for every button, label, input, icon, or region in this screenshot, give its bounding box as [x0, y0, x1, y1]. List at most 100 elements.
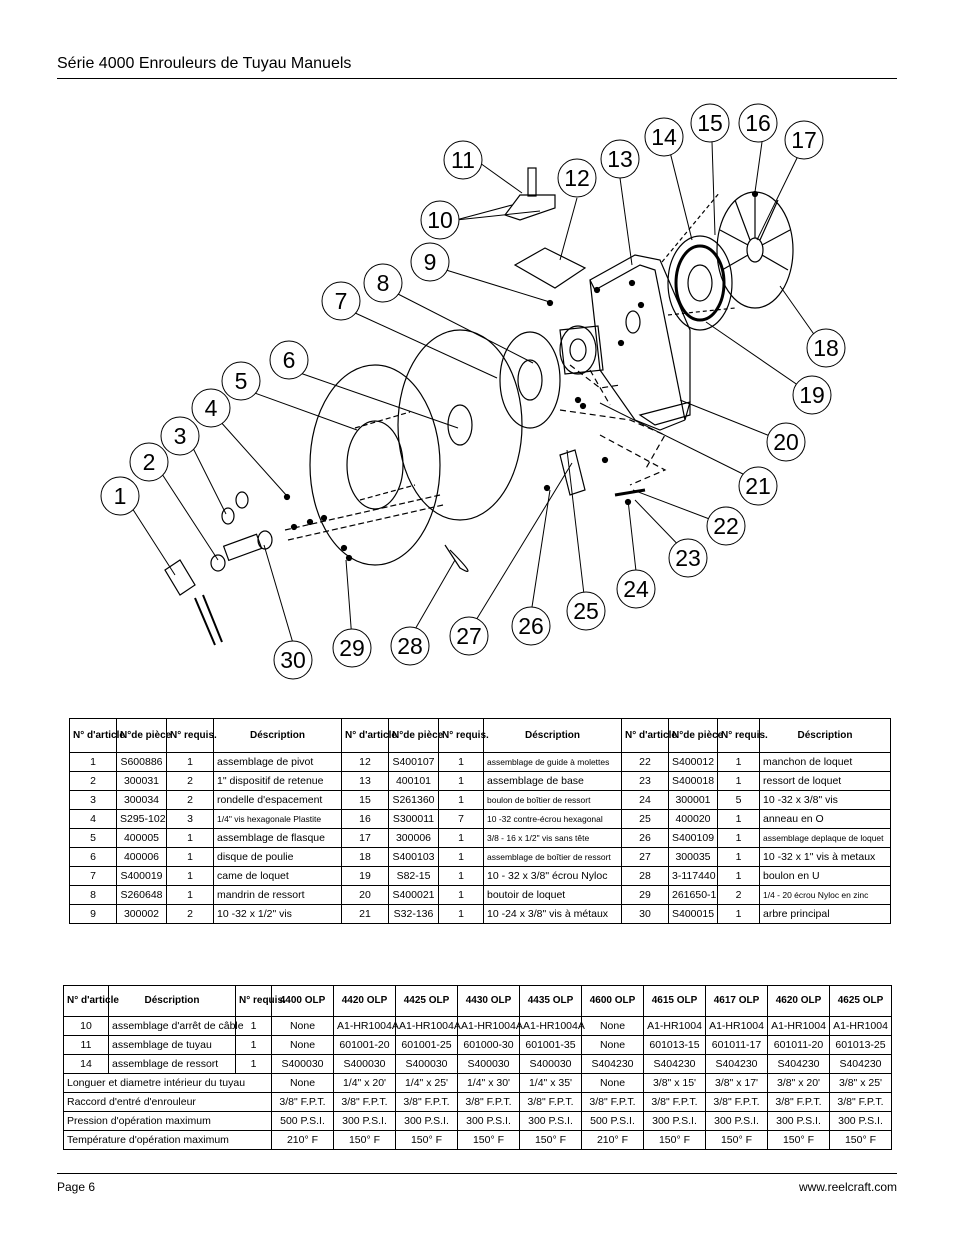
- spec-label: Raccord d'entré d'enrouleur: [63, 1092, 272, 1112]
- svg-text:16: 16: [745, 110, 771, 136]
- table-cell: 8: [69, 885, 117, 905]
- callout-24: 24: [616, 569, 656, 609]
- spec-label: Température d'opération maximum: [63, 1130, 272, 1150]
- table-cell: S404230: [581, 1054, 644, 1074]
- svg-text:9: 9: [424, 249, 437, 275]
- table-cell: 300035: [668, 847, 718, 867]
- table-cell: assemblage deplaque de loquet: [759, 828, 891, 848]
- table-cell: S400030: [395, 1054, 458, 1074]
- table-cell: manchon de loquet: [759, 752, 891, 772]
- table-cell: assemblage de guide à molettes: [483, 752, 622, 772]
- svg-text:13: 13: [607, 146, 633, 172]
- table-cell: 3-117440: [668, 866, 718, 886]
- table-cell: 1/4 - 20 écrou Nyloc en zinc: [759, 885, 891, 905]
- table-cell: 12: [341, 752, 389, 772]
- table-cell: 10 -32 x 1" vis à metaux: [759, 847, 891, 867]
- callout-17: 17: [784, 120, 824, 160]
- table-cell: 1/4" x 30': [457, 1073, 520, 1093]
- callout-28: 28: [390, 626, 430, 666]
- table-cell: 4: [69, 809, 117, 829]
- svg-text:15: 15: [697, 110, 723, 136]
- table-cell: 300034: [116, 790, 167, 810]
- table-cell: rondelle d'espacement: [213, 790, 342, 810]
- table-cell: 3/8" F.P.T.: [581, 1092, 644, 1112]
- column-header: 4615 OLP: [643, 985, 706, 1017]
- table-cell: 29: [621, 885, 669, 905]
- callout-2: 2: [129, 442, 169, 482]
- column-header: N° requis.: [438, 718, 489, 753]
- column-header: N° d'article: [341, 718, 397, 753]
- svg-text:28: 28: [397, 633, 423, 659]
- callout-15: 15: [690, 103, 730, 143]
- table-cell: 15: [341, 790, 389, 810]
- table-cell: assemblage de base: [483, 771, 622, 791]
- column-header: N° requis.: [717, 718, 768, 753]
- table-cell: 300 P.S.I.: [457, 1111, 520, 1131]
- table-cell: A1-HR1004A: [333, 1016, 399, 1036]
- column-header: 4617 OLP: [705, 985, 768, 1017]
- svg-text:3: 3: [174, 423, 187, 449]
- table-cell: 1: [717, 866, 760, 886]
- svg-text:5: 5: [235, 368, 248, 394]
- table-cell: S32-136: [388, 904, 439, 924]
- callout-20: 20: [766, 422, 806, 462]
- spec-label: Longuer et diametre intérieur du tuyau: [63, 1073, 272, 1093]
- svg-text:30: 30: [280, 647, 306, 673]
- table-cell: 601013-15: [643, 1035, 706, 1055]
- svg-text:20: 20: [773, 429, 799, 455]
- table-cell: 1: [166, 847, 214, 867]
- table-cell: S400103: [388, 847, 439, 867]
- table-cell: 22: [621, 752, 669, 772]
- table-cell: 3/8" F.P.T.: [271, 1092, 334, 1112]
- callout-11: 11: [443, 140, 483, 180]
- column-header: Déscription: [108, 985, 236, 1017]
- callout-22: 22: [706, 506, 746, 546]
- table-cell: 400006: [116, 847, 167, 867]
- table-cell: 13: [341, 771, 389, 791]
- column-header: 4420 OLP: [333, 985, 396, 1017]
- column-header: 4425 OLP: [395, 985, 458, 1017]
- table-cell: 18: [341, 847, 389, 867]
- table-cell: 150° F: [519, 1130, 582, 1150]
- table-cell: 1/4" x 35': [519, 1073, 582, 1093]
- table-cell: S82-15: [388, 866, 439, 886]
- table-cell: 24: [621, 790, 669, 810]
- table-cell: 601011-17: [705, 1035, 768, 1055]
- table-cell: S300011: [388, 809, 439, 829]
- column-header: N° requis.: [235, 985, 286, 1017]
- callout-16: 16: [738, 103, 778, 143]
- table-cell: 2: [166, 790, 214, 810]
- footer-rule: [57, 1173, 897, 1174]
- table-cell: 500 P.S.I.: [581, 1111, 644, 1131]
- svg-text:19: 19: [799, 382, 825, 408]
- table-cell: 601013-25: [829, 1035, 892, 1055]
- table-cell: anneau en O: [759, 809, 891, 829]
- table-cell: 300 P.S.I.: [705, 1111, 768, 1131]
- page-number: Page 6: [57, 1180, 96, 1194]
- table-cell: 10 -24 x 3/8" vis à métaux: [483, 904, 622, 924]
- table-cell: S261360: [388, 790, 439, 810]
- table-cell: 3/8" F.P.T.: [705, 1092, 768, 1112]
- column-header: N°de pièce: [116, 718, 171, 753]
- table-cell: 400005: [116, 828, 167, 848]
- svg-text:7: 7: [335, 288, 348, 314]
- column-header: 4620 OLP: [767, 985, 830, 1017]
- table-cell: 1: [438, 847, 484, 867]
- page-title: Série 4000 Enrouleurs de Tuyau Manuels: [57, 55, 352, 72]
- table-cell: assemblage de boîtier de ressort: [483, 847, 622, 867]
- table-cell: 1: [717, 752, 760, 772]
- table-cell: A1-HR1004: [829, 1016, 892, 1036]
- table-cell: S400109: [668, 828, 718, 848]
- svg-text:6: 6: [283, 347, 296, 373]
- table-cell: 10 - 32 x 3/8" écrou Nyloc: [483, 866, 622, 886]
- callout-7: 7: [321, 281, 361, 321]
- table-cell: 3/8" F.P.T.: [767, 1092, 830, 1112]
